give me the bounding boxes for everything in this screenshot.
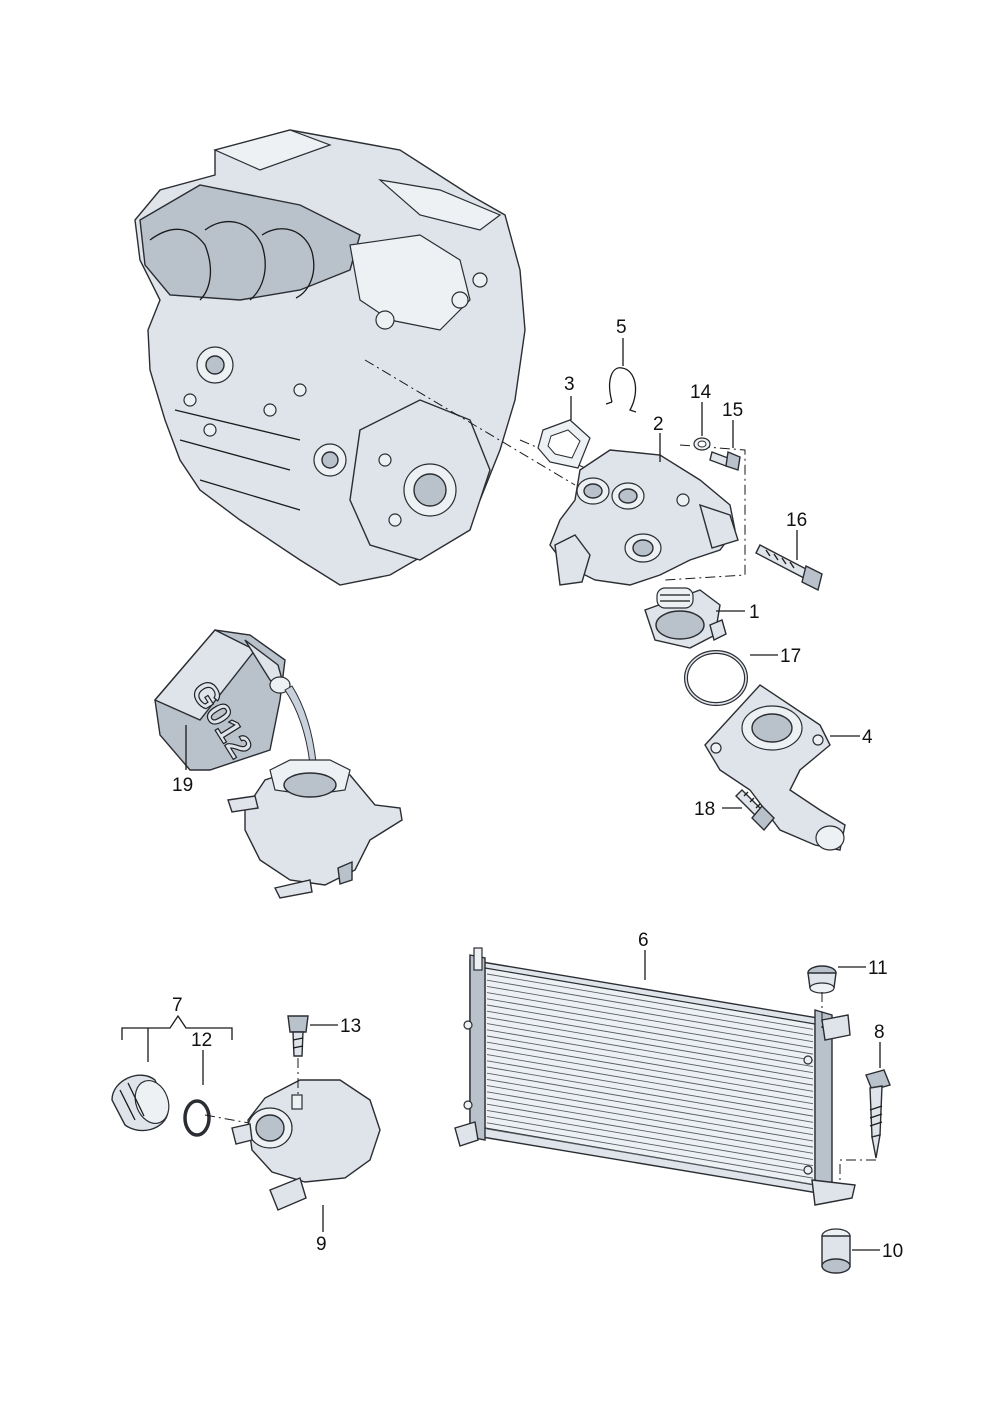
callout-1: 1 (749, 602, 760, 623)
radiator (454, 947, 856, 1206)
callout-labels: 1 2 3 4 5 6 7 8 9 10 11 12 13 14 15 16 1… (172, 317, 903, 1262)
radiator-fin (486, 1023, 814, 1080)
thermostat (644, 587, 727, 649)
callout-17: 17 (780, 646, 801, 667)
coolant-can: G012 (153, 629, 291, 771)
bolt-16 (755, 544, 823, 592)
assembly-line (364, 359, 576, 486)
seal-ring (183, 1099, 211, 1137)
coolant-flange (704, 684, 846, 851)
radiator-fin (486, 973, 814, 1030)
radiator-fin (486, 1035, 814, 1092)
callout-11: 11 (868, 958, 888, 979)
leader-lines (121, 338, 881, 1251)
radiator-fin (486, 992, 814, 1049)
radiator-fin (486, 1029, 814, 1086)
bolt-15 (709, 451, 741, 471)
radiator-fin (486, 1016, 814, 1074)
radiator-fin (486, 1004, 814, 1061)
callout-6: 6 (638, 930, 649, 951)
radiator-fin (486, 1085, 814, 1142)
radiator-fin (486, 1010, 814, 1067)
radiator-fin (486, 1054, 814, 1111)
retaining-clip (605, 367, 637, 413)
radiator-fin (486, 1103, 814, 1160)
rubber-mount (821, 1228, 851, 1274)
bolt-13 (287, 1015, 309, 1057)
expansion-tank-cap (111, 1074, 170, 1132)
radiator-cap (807, 965, 837, 994)
radiator-fin (486, 1116, 814, 1173)
callout-15: 15 (722, 400, 743, 421)
radiator-fin (486, 979, 814, 1036)
callout-13: 13 (340, 1016, 361, 1037)
radiator-fin (486, 1066, 814, 1123)
radiator-fin (486, 1128, 814, 1185)
radiator-fin (486, 998, 814, 1055)
engine-block (134, 129, 526, 586)
callout-8: 8 (874, 1022, 885, 1043)
callout-10: 10 (882, 1241, 903, 1262)
assembly-line (664, 444, 746, 581)
radiator-fin (486, 1047, 814, 1105)
expansion-tank-upper (227, 759, 403, 899)
callout-19: 19 (172, 775, 193, 796)
callout-9: 9 (316, 1234, 327, 1255)
assembly-line (839, 1159, 876, 1182)
callout-3: 3 (564, 374, 575, 395)
bolt-18 (735, 789, 775, 832)
callout-2: 2 (653, 414, 664, 435)
callout-7: 7 (172, 995, 183, 1016)
mounting-screw (865, 1069, 891, 1159)
radiator-fin (486, 1097, 814, 1154)
callout-4: 4 (862, 727, 873, 748)
expansion-tank-lower (231, 1079, 381, 1211)
radiator-fin (486, 1091, 814, 1148)
radiator-fin (486, 1060, 814, 1117)
callout-14: 14 (690, 382, 712, 403)
radiator-fin (486, 1041, 814, 1098)
radiator-fin (486, 985, 814, 1043)
radiator-fin (486, 1078, 814, 1136)
radiator-fin (486, 1109, 814, 1167)
radiator-fins (486, 973, 814, 1185)
coolant-housing (549, 449, 739, 586)
callout-18: 18 (694, 799, 715, 820)
gasket (537, 419, 591, 469)
seal-ring-small (693, 437, 711, 451)
callout-16: 16 (786, 510, 807, 531)
radiator-fin (486, 1072, 814, 1129)
radiator-fin (486, 1122, 814, 1179)
callout-12: 12 (191, 1030, 212, 1051)
callout-5: 5 (616, 317, 627, 338)
